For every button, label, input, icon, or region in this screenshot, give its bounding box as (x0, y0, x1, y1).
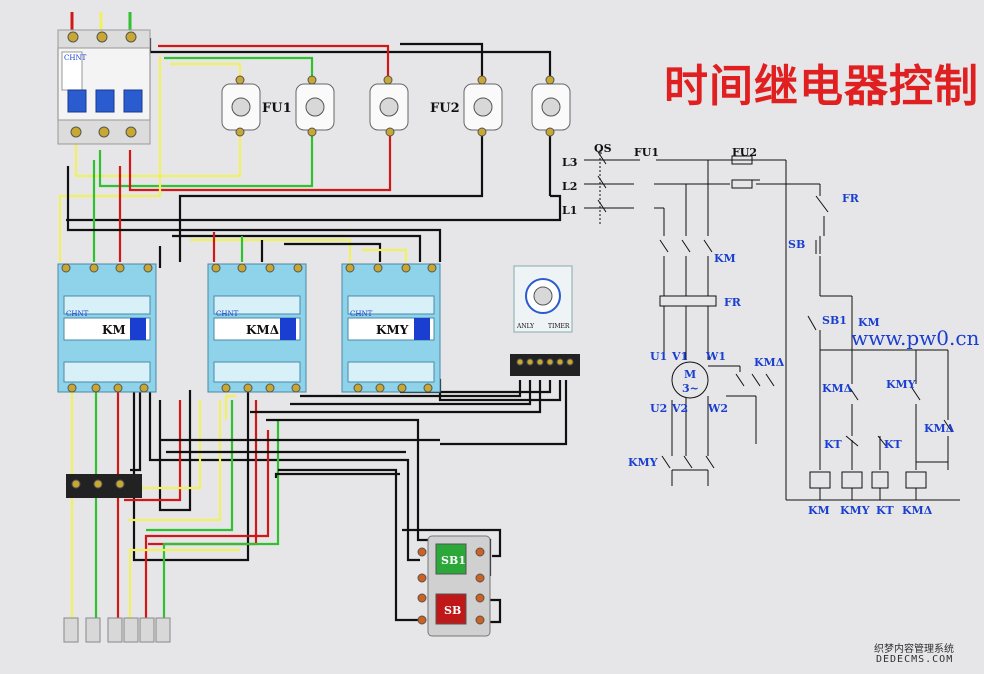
contactor-terminals (61, 263, 437, 393)
label-coil-km: KM (808, 504, 830, 517)
label-l3: L3 (562, 156, 577, 169)
label-v1: V1 (671, 350, 688, 363)
label-kt-no: KT (884, 438, 903, 451)
contactor-kmy-brand: CHNT (350, 310, 373, 318)
breaker-brand: CHNT (64, 54, 87, 62)
label-w2: W2 (707, 402, 728, 415)
fuse-caps (231, 97, 561, 117)
diagram-title: 时间继电器控制 (664, 61, 979, 112)
timer-label-left: ANLY (516, 323, 535, 330)
label-coil-kt: KT (876, 504, 895, 517)
label-motor-phase: 3~ (682, 382, 699, 395)
label-fu2: FU2 (732, 146, 757, 159)
label-coil-kmd: KMΔ (902, 504, 933, 517)
contactor-kmd: CHNT KMΔ (207, 263, 307, 393)
label-fr-main: FR (724, 296, 742, 309)
fuse-label-fu2: FU2 (430, 101, 460, 116)
button-sb1-label: SB1 (441, 554, 466, 567)
circuit-breaker: CHNT (57, 29, 151, 145)
label-v2: V2 (671, 402, 688, 415)
watermark-url: www.pw0.cn (851, 326, 980, 350)
contactor-km-brand: CHNT (66, 310, 89, 318)
label-kmd-main: KMΔ (754, 356, 785, 369)
label-w1: W1 (705, 350, 726, 363)
fuse-label-fu1: FU1 (262, 101, 292, 116)
schematic-lines (584, 150, 960, 501)
label-sb: SB (788, 238, 805, 251)
wire-bundle (58, 38, 568, 624)
label-kmd-no: KMΔ (924, 422, 955, 435)
label-fr-ctrl: FR (842, 192, 860, 205)
terminal-block (63, 617, 171, 643)
timer-label-right: TIMER (548, 323, 570, 330)
label-u1: U1 (650, 350, 667, 363)
contactor-kmd-label: KMΔ (246, 323, 279, 337)
label-motor-m: M (684, 368, 696, 381)
contactor-kmd-brand: CHNT (216, 310, 239, 318)
label-l2: L2 (562, 180, 577, 193)
label-sb1: SB1 (822, 314, 847, 327)
contactor-kmy-label: KMY (376, 323, 409, 337)
schematic-labels: QS FU1 FU2 L3 L2 L1 KM FR FR SB SB1 KM U… (562, 142, 955, 517)
label-fu1: FU1 (634, 146, 659, 159)
label-coil-kmy: KMY (840, 504, 870, 517)
push-button-box: SB1 SB (417, 535, 491, 637)
contactor-km-label: KM (102, 323, 126, 337)
label-u2: U2 (650, 402, 667, 415)
watermark-cn: 织梦内容管理系统 (874, 644, 954, 655)
button-sb-label: SB (444, 604, 461, 617)
watermark-en: DEDECMS.COM (876, 654, 954, 665)
label-km-hold: KM (858, 316, 880, 329)
label-kmd-nc: KMΔ (822, 382, 853, 395)
contactor-kmy: CHNT KMY (341, 263, 441, 393)
label-qs: QS (594, 142, 612, 155)
contactor-km: CHNT KM (57, 263, 157, 393)
label-kmy-nc: KMY (886, 378, 916, 391)
label-kmy-main: KMY (628, 456, 658, 469)
label-kt-nc: KT (824, 438, 843, 451)
label-km-main: KM (714, 252, 736, 265)
fuse-terminals (235, 75, 555, 137)
timer-relay: ANLY TIMER (510, 265, 580, 376)
label-l1: L1 (562, 204, 577, 217)
thermal-relay (66, 474, 142, 498)
